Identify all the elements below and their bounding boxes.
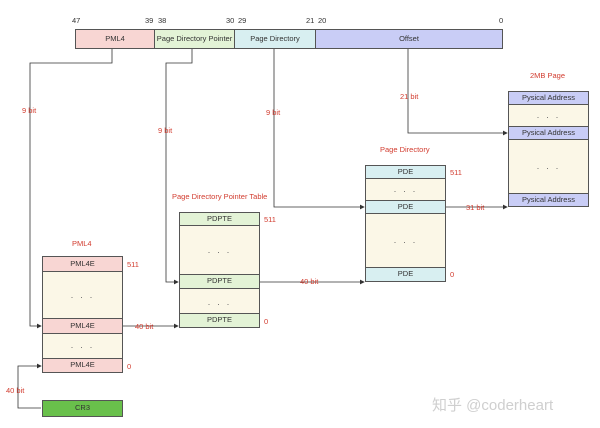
pd-index-0: 0 — [450, 270, 455, 279]
page-ellipsis-1: · · · — [536, 112, 561, 122]
page-frame — [508, 91, 589, 207]
bit-tick-0: 0 — [499, 16, 504, 25]
pdpt-table-title: Page Directory Pointer Table — [172, 192, 268, 201]
bit-tick-21: 21 — [306, 16, 315, 25]
pde-width-label: 31 bit — [466, 203, 485, 212]
pml4e-top: PML4E — [42, 256, 123, 272]
pdpt-ellipsis-1: · · · — [207, 247, 232, 257]
pdpt-ellipsis-2: · · · — [207, 299, 232, 309]
page-title: 2MB Page — [530, 71, 566, 80]
page-ellipsis-2: · · · — [536, 163, 561, 173]
pde-bottom: PDE — [365, 267, 446, 282]
pml4-ellipsis-2: · · · — [70, 342, 95, 352]
pd-index-line — [273, 49, 365, 210]
pml4e-middle: PML4E — [42, 318, 123, 334]
cr3-to-pml4-line — [17, 363, 42, 409]
pd-width-label: 9 bit — [266, 108, 281, 117]
watermark: 知乎 @coderheart — [432, 397, 554, 414]
offset-line — [407, 49, 508, 136]
field-page-directory-pointer: Page Directory Pointer — [154, 29, 235, 49]
pml4e-bottom: PML4E — [42, 358, 123, 373]
pdpte-top: PDPTE — [179, 212, 260, 226]
pml4-width-label: 9 bit — [22, 106, 37, 115]
physical-address-middle: Pysical Address — [508, 126, 589, 140]
pd-ellipsis-2: · · · — [393, 237, 418, 247]
bit-tick-47: 47 — [72, 16, 81, 25]
pdp-width-label: 9 bit — [158, 126, 173, 135]
physical-address-bottom: Pysical Address — [508, 193, 589, 207]
pml4-table-title: PML4 — [72, 239, 92, 248]
pdpt-index-511: 511 — [264, 215, 276, 224]
pml4-table — [42, 256, 123, 372]
pde-middle: PDE — [365, 200, 446, 214]
bit-tick-29: 29 — [238, 16, 247, 25]
pml4-index-511: 511 — [127, 260, 139, 269]
pml4-ellipsis-1: · · · — [70, 292, 95, 302]
field-page-directory: Page Directory — [234, 29, 316, 49]
offset-width-label: 21 bit — [400, 92, 419, 101]
bit-tick-30: 30 — [226, 16, 235, 25]
bit-tick-39: 39 — [145, 16, 154, 25]
pd-ellipsis-1: · · · — [393, 186, 418, 196]
pml4-index-0: 0 — [127, 362, 132, 371]
pdpte-bottom: PDPTE — [179, 313, 260, 328]
pdpte-middle: PDPTE — [179, 274, 260, 289]
pd-table-title: Page Directory — [380, 145, 430, 154]
pdpte-width-label: 40 bit — [300, 277, 319, 286]
pd-index-511: 511 — [450, 168, 462, 177]
pde-top: PDE — [365, 165, 446, 179]
cr3-width-label: 40 bit — [6, 386, 25, 395]
field-offset: Offset — [315, 29, 503, 49]
physical-address-top: Pysical Address — [508, 91, 589, 105]
bit-tick-20: 20 — [318, 16, 327, 25]
pml4e-width-label: 40 bit — [135, 322, 154, 331]
cr3-register: CR3 — [42, 400, 123, 417]
pdpt-index-0: 0 — [264, 317, 269, 326]
pd-table — [365, 165, 446, 282]
pml4-index-line — [29, 49, 113, 329]
pdp-index-line — [165, 49, 193, 285]
pdpt-table — [179, 212, 260, 328]
field-pml4: PML4 — [75, 29, 155, 49]
bit-tick-38: 38 — [158, 16, 167, 25]
